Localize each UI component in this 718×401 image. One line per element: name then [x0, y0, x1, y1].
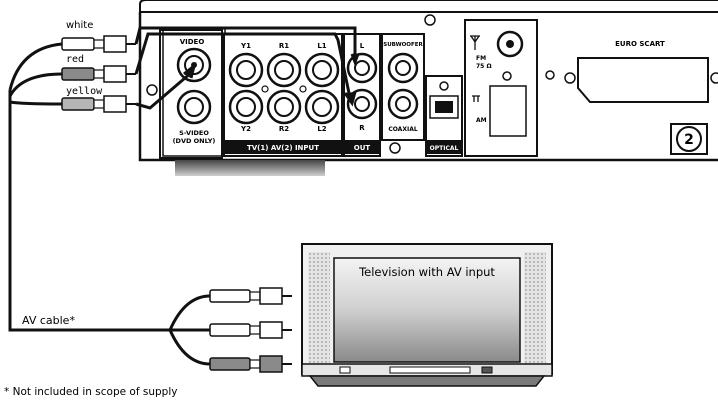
am-label: AM: [476, 117, 487, 124]
screw-hole: [424, 14, 436, 26]
screw-hole: [146, 84, 158, 96]
yellow-label: yellow: [66, 86, 103, 97]
yellow-plug-tv: [209, 323, 251, 337]
device-side-plugs: white red yellow: [8, 20, 136, 113]
out-label: OUT: [354, 144, 371, 152]
optical-label-bar: [426, 140, 462, 154]
video-label: VIDEO: [180, 38, 205, 46]
device-back-panel: VIDEO S-VIDEO (DVD ONLY) Y1 R1 L1 Y2 R2 …: [138, 0, 718, 176]
antenna-icon: [470, 35, 480, 50]
white-plug-tv: [209, 289, 251, 303]
fm-label: FM: [476, 55, 486, 62]
subwoofer-label: SUBWOOFER: [383, 42, 423, 48]
tv-side-plugs: [209, 287, 292, 373]
svideo-jack: [176, 89, 212, 125]
am-terminal: [489, 85, 527, 137]
l2-label: L2: [317, 125, 326, 133]
svideo-label: S-VIDEO: [179, 129, 209, 137]
av-input-label: TV(1) AV(2) INPUT: [247, 144, 319, 152]
device-foot: [175, 160, 325, 176]
red-plug-tv: [209, 357, 251, 371]
white-plug: [61, 37, 95, 51]
r1-label: R1: [279, 42, 289, 50]
screw-hole: [389, 142, 401, 154]
optical-label: OPTICAL: [430, 145, 459, 152]
coaxial-label: COAXIAL: [388, 126, 417, 133]
av-cable: [8, 90, 211, 366]
av-cable-label: AV cable*: [22, 314, 75, 327]
y1-label: Y1: [240, 42, 251, 50]
r2-label: R2: [279, 125, 289, 133]
subwoofer-jack: [387, 52, 419, 84]
left-speaker-grille: [308, 252, 330, 364]
av-input-jacks: [228, 52, 340, 125]
tv-stand: [308, 375, 546, 387]
scart-socket: [577, 57, 709, 103]
television: Television with AV input: [301, 243, 553, 387]
coaxial-jack: [387, 88, 419, 120]
y2-label: Y2: [240, 125, 251, 133]
tv-screen: [333, 257, 521, 363]
out-label-bar: [344, 140, 380, 154]
red-plug: [61, 67, 95, 81]
screw-hole: [545, 70, 555, 80]
white-label: white: [66, 20, 93, 31]
l1-label: L1: [317, 42, 326, 50]
red-label: red: [66, 54, 84, 65]
subwoofer-block: [381, 33, 425, 141]
yellow-plug: [61, 97, 95, 111]
out-l-label: L: [360, 42, 365, 50]
tv-screen-label: Television with AV input: [358, 265, 495, 279]
region-code: 2: [684, 132, 694, 148]
right-speaker-grille: [524, 252, 546, 364]
svideo-note: (DVD ONLY): [173, 137, 216, 145]
out-r-label: R: [359, 124, 365, 132]
connection-arrows: [134, 26, 360, 110]
loop-antenna-icon: [472, 95, 480, 102]
euro-scart-label: EURO SCART: [615, 40, 665, 48]
footnote: * Not included in scope of supply: [4, 386, 177, 398]
av-input-label-bar: [224, 140, 342, 154]
fm-impedance: 75 Ω: [476, 63, 492, 70]
